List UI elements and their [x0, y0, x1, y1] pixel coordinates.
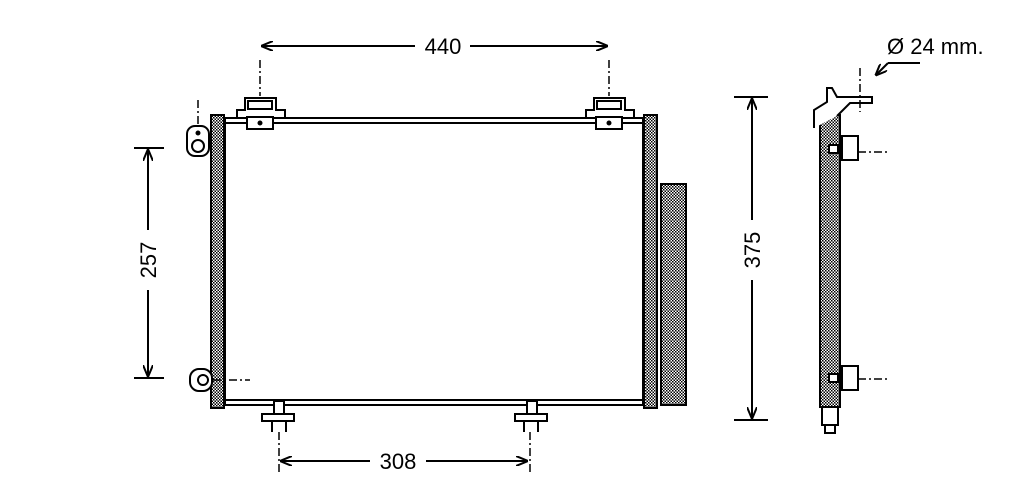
- bottom-bracket-right: [514, 400, 548, 432]
- bottom-bracket-left: [261, 400, 295, 432]
- dim-left-height: 257: [136, 242, 161, 279]
- dim-bottom-width: 308: [380, 449, 417, 474]
- dimension-lines: [134, 46, 768, 461]
- dim-pipe-diameter: Ø 24 mm.: [887, 34, 984, 59]
- receiver-dryer: [660, 183, 687, 406]
- side-view: [813, 62, 920, 434]
- pipe-fitting-bottom: [189, 368, 213, 392]
- side-tank: [819, 114, 841, 408]
- left-tank: [210, 114, 225, 409]
- core: [224, 117, 644, 406]
- right-tank: [643, 114, 658, 409]
- front-view: [186, 60, 687, 475]
- top-bracket-right: [585, 97, 635, 130]
- pipe-fitting-top: [186, 125, 210, 157]
- dim-top-width: 440: [425, 34, 462, 59]
- top-bracket-left: [236, 97, 286, 130]
- dim-overall-height: 375: [740, 232, 765, 269]
